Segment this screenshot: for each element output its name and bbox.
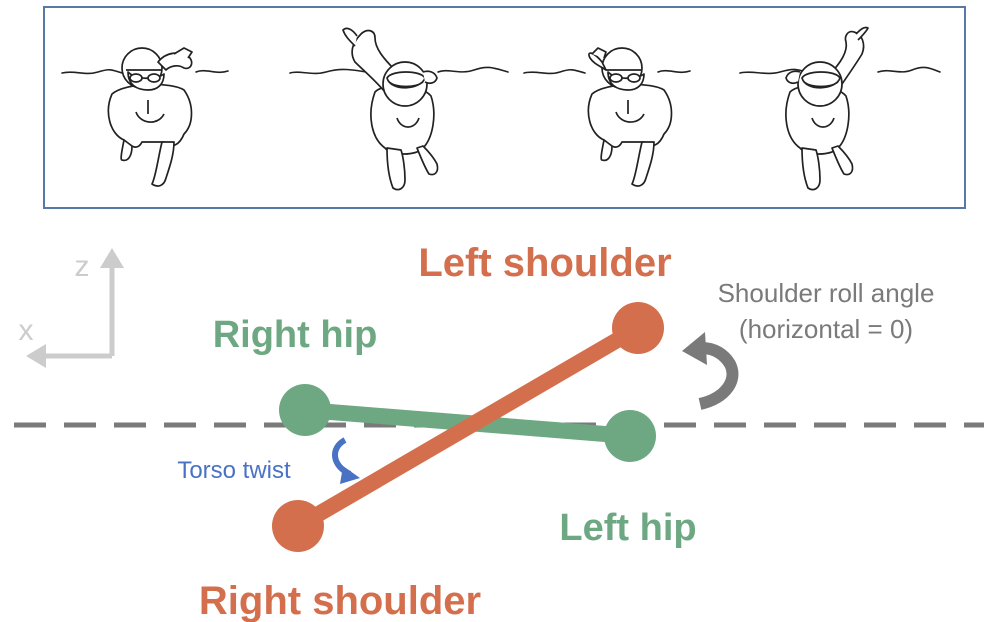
x-axis-label: x	[19, 314, 34, 347]
left-shoulder-label: Left shoulder	[418, 241, 671, 285]
roll-angle-arrow-icon	[682, 332, 732, 404]
left-hip-label: Left hip	[559, 507, 696, 549]
roll-angle-label-line2: (horizontal = 0)	[739, 314, 913, 344]
right-hip-joint	[279, 384, 331, 436]
left-hip-joint	[604, 410, 656, 462]
z-axis-arrowhead	[100, 248, 124, 268]
right-shoulder-label: Right shoulder	[199, 579, 481, 622]
x-axis-arrowhead	[26, 344, 46, 368]
right-hip-label: Right hip	[213, 314, 378, 356]
axis-indicator: z x	[19, 248, 125, 368]
z-axis-label: z	[75, 250, 90, 283]
torso-twist-label: Torso twist	[177, 457, 291, 484]
right-shoulder-joint	[272, 500, 324, 552]
left-shoulder-joint	[612, 302, 664, 354]
roll-angle-label-line1: Shoulder roll angle	[718, 278, 935, 308]
torso-twist-arrow-icon	[335, 440, 360, 484]
